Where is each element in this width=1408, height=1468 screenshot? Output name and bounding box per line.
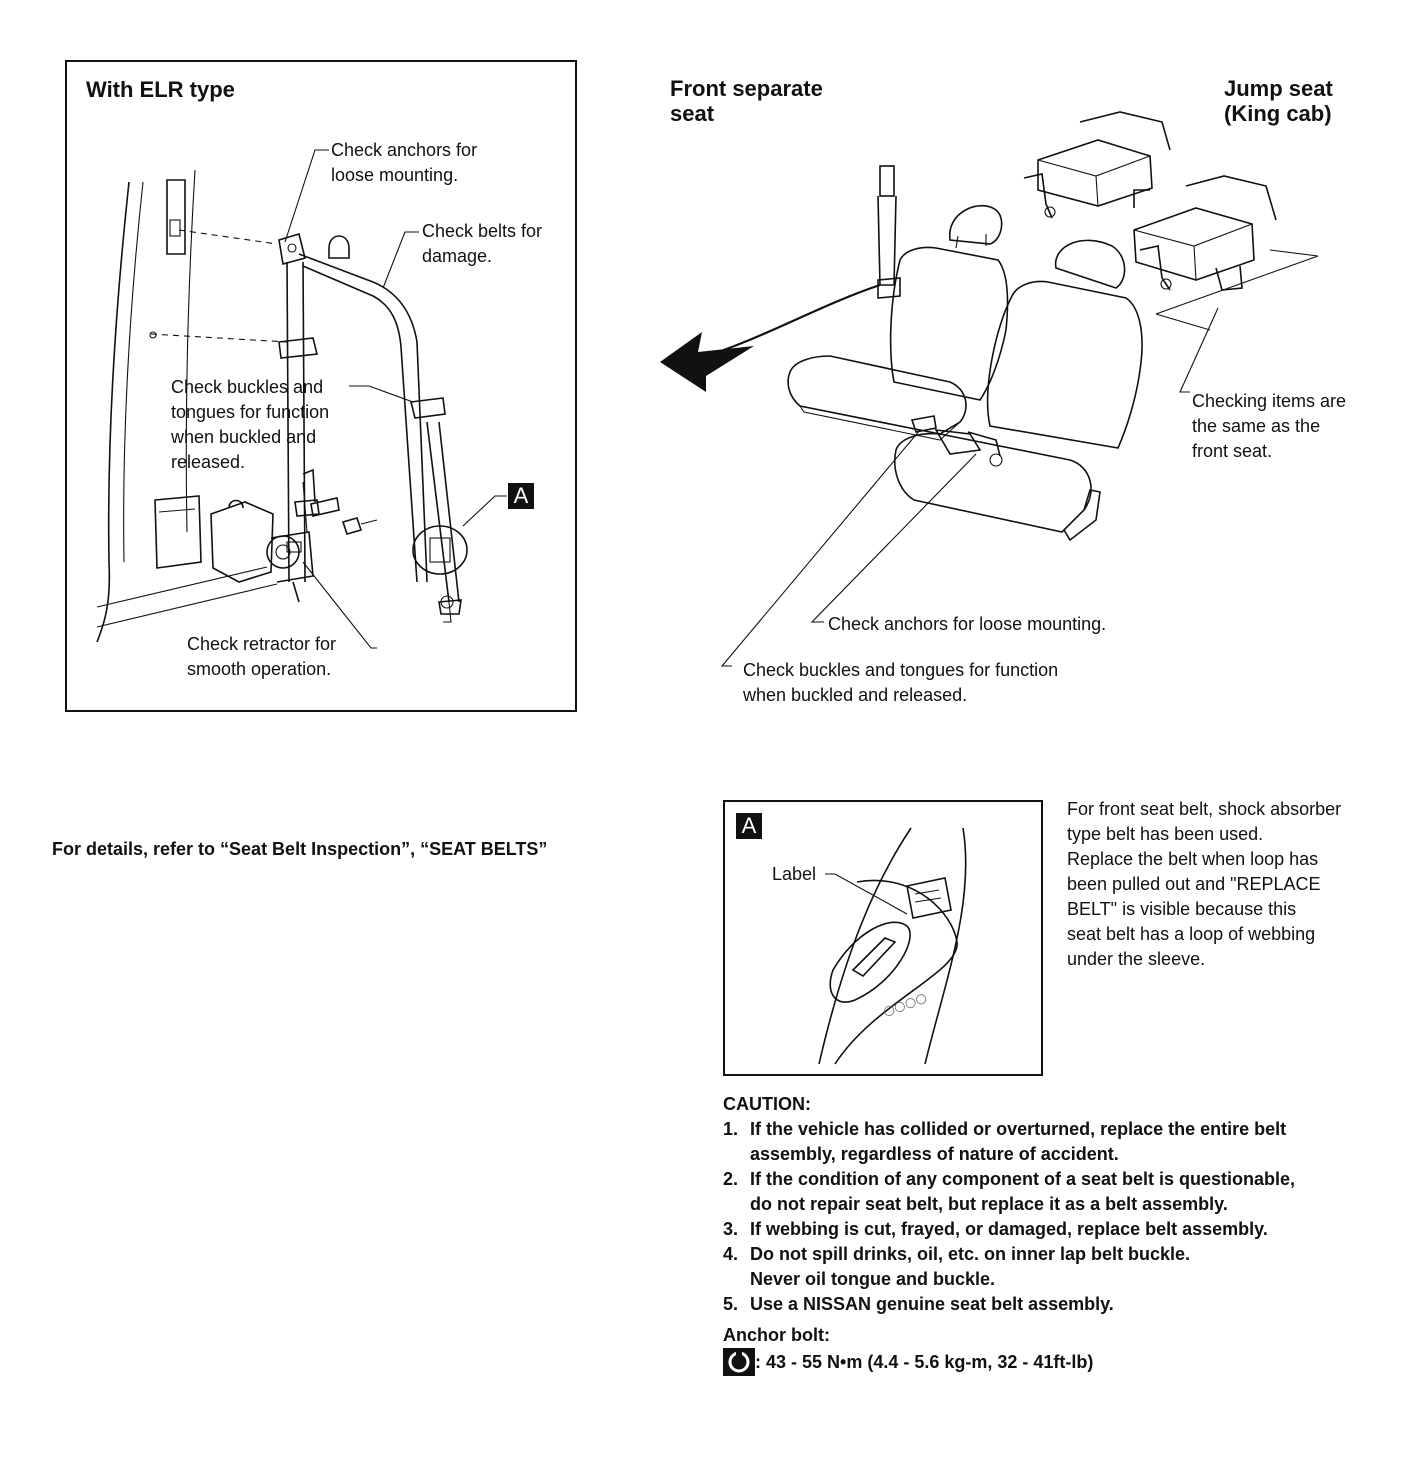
caution-item: 4.Do not spill drinks, oil, etc. on inne… (723, 1244, 1191, 1289)
detail-a-box (723, 800, 1043, 1076)
callout-anchors: Check anchors for loose mounting. (331, 140, 478, 185)
torque-value: : 43 - 55 N•m (4.4 - 5.6 kg-m, 32 - 41ft… (755, 1351, 1094, 1372)
detail-a-label: Label (772, 864, 817, 884)
torque-spec: : 43 - 55 N•m (4.4 - 5.6 kg-m, 32 - 41ft… (723, 1348, 1383, 1376)
anchor-bolt-heading: Anchor bolt: (723, 1325, 830, 1345)
detail-a-marker: A (508, 483, 534, 509)
caution-list: 1.If the vehicle has collided or overtur… (723, 1117, 1383, 1317)
front-seat-title: Front separate seat (670, 76, 823, 126)
callout-buckles: Check buckles and tongues for function w… (171, 377, 330, 472)
elr-seat-belt-illustration (96, 149, 507, 649)
reference-text: For details, refer to “Seat Belt Inspect… (52, 839, 548, 859)
caution-item: 2.If the condition of any component of a… (723, 1169, 1296, 1214)
front-seat-illustration (660, 111, 1319, 667)
elr-figure-box (65, 60, 577, 712)
callout-retractor: Check retractor for smooth operation. (187, 634, 337, 679)
caution-section: CAUTION: 1.If the vehicle has collided o… (723, 1092, 1383, 1376)
elr-figure-title: With ELR type (86, 77, 235, 102)
caution-heading: CAUTION: (723, 1094, 811, 1114)
caution-item: 5.Use a NISSAN genuine seat belt assembl… (723, 1294, 1114, 1314)
torque-wrench-icon (723, 1348, 755, 1376)
belt-sleeve-illustration: ○○○○ (818, 827, 967, 1065)
caution-item: 1.If the vehicle has collided or overtur… (723, 1119, 1287, 1164)
detail-a-description: For front seat belt, shock absorber type… (1067, 799, 1342, 969)
callout-belts: Check belts for damage. (422, 221, 543, 266)
jump-seat-title: Jump seat (King cab) (1224, 76, 1333, 126)
caution-item: 3.If webbing is cut, frayed, or damaged,… (723, 1219, 1268, 1239)
callout-front-buckles: Check buckles and tongues for function w… (743, 660, 1059, 705)
svg-text:○○○○: ○○○○ (881, 990, 929, 1020)
detail-a-box-marker: A (736, 813, 762, 839)
callout-same-items: Checking items are the same as the front… (1192, 391, 1347, 461)
callout-front-anchors: Check anchors for loose mounting. (828, 614, 1107, 634)
